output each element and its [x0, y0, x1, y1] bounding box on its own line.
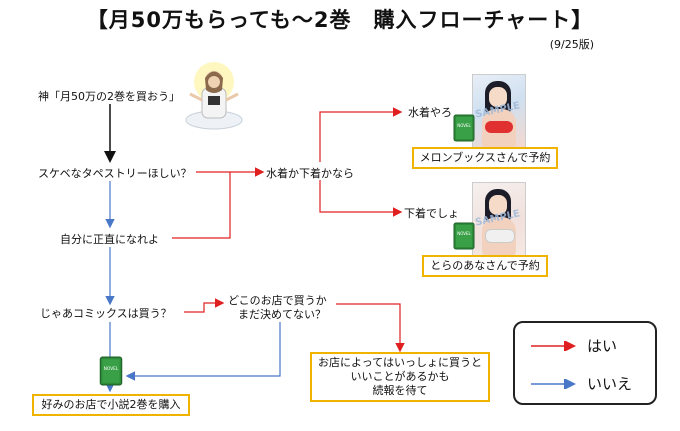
arrow-comics-yes	[184, 298, 225, 313]
svg-text:NOVEL: NOVEL	[104, 366, 119, 372]
page-title: 【月50万もらっても～2巻 購入フローチャート】	[86, 8, 594, 32]
question-store-line-2: まだ決めてない？	[238, 308, 326, 321]
underwear-cover-image: SAMPLE	[472, 182, 526, 256]
version-date: (9/25版)	[549, 38, 594, 51]
question-comics: じゃあコミックスは買う？	[40, 307, 172, 320]
swimsuit-cover-image: SAMPLE	[472, 74, 526, 148]
wait-line-2: いいことがあるかも	[350, 370, 450, 383]
svg-text:NOVEL: NOVEL	[457, 123, 471, 128]
legend-yes-label: はい	[587, 337, 618, 355]
novel-book-icon: NOVEL	[453, 222, 475, 250]
arrow-to-swimsuit	[319, 107, 403, 162]
svg-text:NOVEL: NOVEL	[457, 231, 471, 236]
question-swimsuit-or-underwear: 水着か下着かなら	[266, 167, 354, 180]
answer-underwear: 下着でしょ	[404, 207, 459, 220]
result-toranoana: とらのあなさんで予約	[422, 255, 548, 277]
legend: はい いいえ	[513, 321, 657, 405]
arrow-to-underwear	[319, 180, 403, 217]
legend-no-arrow	[531, 379, 576, 389]
result-favorite-store: 好みのお店で小説2巻を購入	[32, 394, 190, 416]
arrow-honest-to-swim	[172, 172, 231, 239]
question-store-line-1: どこのお店で買うか	[228, 294, 327, 307]
start-node: 神「月50万の2巻を買おう」	[38, 90, 180, 103]
result-melonbooks: メロンブックスさんで予約	[412, 147, 558, 169]
node-be-honest: 自分に正直になれよ	[60, 233, 159, 246]
wait-line-3: 続報を待て	[372, 384, 428, 397]
answer-swimsuit: 水着やろ	[408, 106, 452, 119]
result-wait-for-news: お店によってはいっしょに買うと いいことがあるかも 続報を待て	[310, 352, 490, 402]
arrow-store-no	[125, 322, 281, 381]
legend-no-label: いいえ	[587, 375, 633, 393]
legend-yes-arrow	[531, 341, 576, 351]
god-figure-icon	[185, 62, 243, 130]
novel-book-icon: NOVEL	[453, 114, 475, 142]
arrow-store-yes	[336, 303, 405, 353]
novel-book-icon: NOVEL	[99, 356, 123, 386]
wait-line-1: お店によってはいっしょに買うと	[318, 356, 482, 369]
question-tapestry: スケベなタペストリーほしい？	[38, 167, 192, 180]
